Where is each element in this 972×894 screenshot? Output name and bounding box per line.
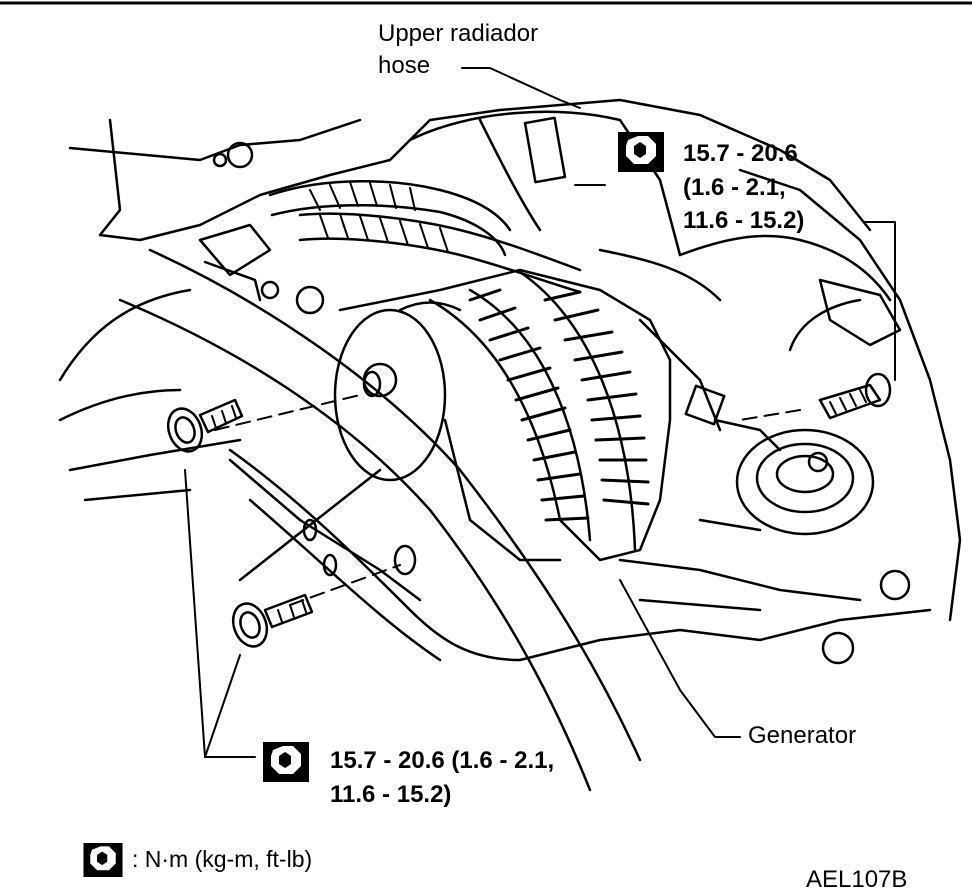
generator-mounting-bracket xyxy=(228,458,422,602)
lower-sweeping-hose xyxy=(118,248,642,792)
upper-left-mounting-bolt xyxy=(166,398,244,453)
engine-bolts xyxy=(212,141,911,665)
torque-wrench-icon xyxy=(263,742,309,782)
leader-lines xyxy=(184,67,896,758)
generator-body xyxy=(333,268,782,562)
lower-torque-spec-line2: 11.6 - 15.2) xyxy=(330,781,452,808)
idler-pulley xyxy=(735,428,875,536)
right-mounting-bolt xyxy=(818,372,892,420)
torque-wrench-icon xyxy=(83,843,123,877)
bolt-alignment-lines xyxy=(214,394,801,606)
lower-torque-spec-line1: 15.7 - 20.6 (1.6 - 2.1, xyxy=(330,747,555,774)
lower-left-mounting-bolt xyxy=(231,593,314,648)
generator-label: Generator xyxy=(748,722,857,749)
upper-torque-spec-line1: 15.7 - 20.6 xyxy=(683,140,798,167)
upper-torque-spec-line2: (1.6 - 2.1, xyxy=(683,174,786,201)
upper-torque-spec-line3: 11.6 - 15.2) xyxy=(683,207,805,234)
upper-radiator-hose-label: Upper radiador xyxy=(378,20,539,47)
right-bracket xyxy=(788,278,902,352)
figure-code: AEL107B xyxy=(806,866,908,893)
torque-units-legend: : N·m (kg-m, ft-lb) xyxy=(132,846,313,872)
upper-radiator-hose-label-line2: hose xyxy=(378,52,431,79)
torque-wrench-icon xyxy=(618,132,664,172)
upper-radiator-hose xyxy=(408,110,722,302)
engine-block-outline xyxy=(58,98,962,662)
wiring-harness xyxy=(198,180,582,302)
